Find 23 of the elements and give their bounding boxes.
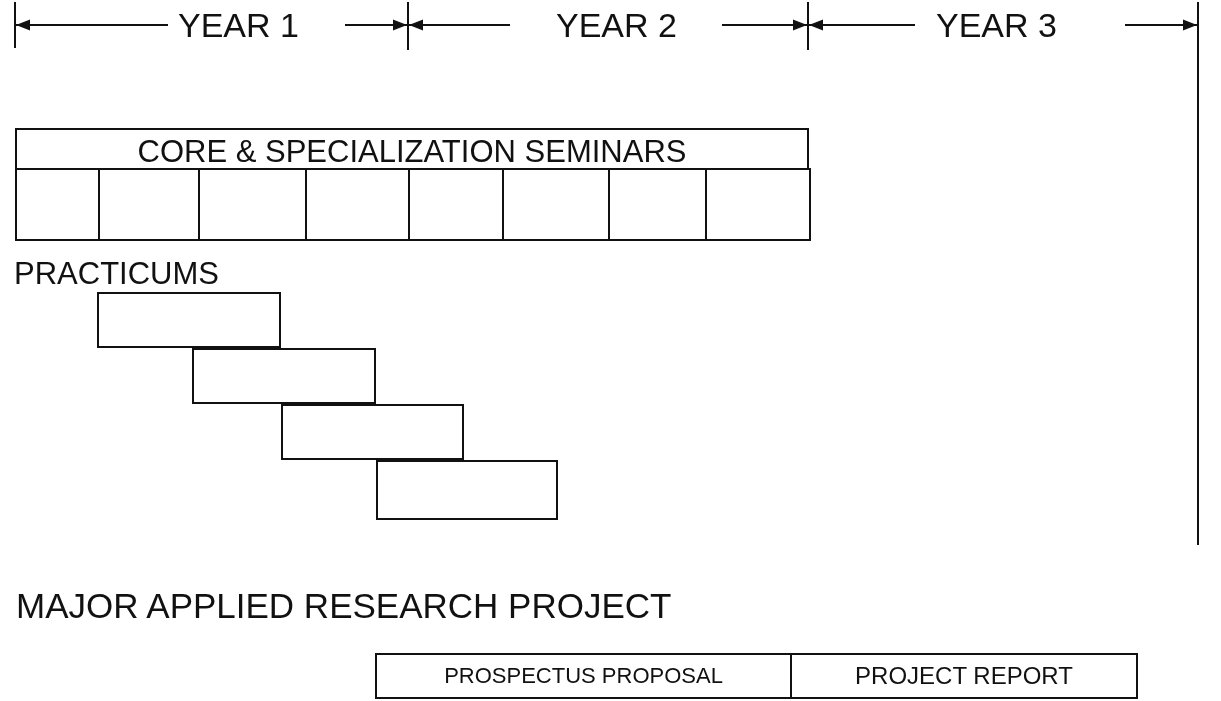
timeline-box	[192, 348, 376, 404]
box-label: PROJECT REPORT	[854, 662, 1074, 690]
box-label: PROSPECTUS PROPOSAL	[443, 663, 724, 689]
table-cell	[502, 168, 610, 241]
phase-box	[375, 653, 792, 699]
section-heading: PRACTICUMS	[14, 258, 219, 289]
table-cell	[608, 168, 707, 241]
table-cell	[408, 168, 504, 241]
table-cell	[15, 168, 100, 241]
table-cell	[198, 168, 307, 241]
year-label: YEAR 1	[178, 8, 299, 42]
section-heading: MAJOR APPLIED RESEARCH PROJECT	[16, 588, 672, 623]
box-heading: CORE & SPECIALIZATION SEMINARS	[136, 134, 688, 170]
year-label: YEAR 3	[936, 8, 1057, 42]
timeline-box	[97, 292, 281, 348]
seminar-box	[15, 128, 809, 239]
table-cell	[305, 168, 410, 241]
phase-box	[790, 653, 1138, 699]
year-label: YEAR 2	[556, 8, 677, 42]
table-cell	[98, 168, 200, 241]
timeline-box	[281, 404, 464, 460]
table-cell	[705, 168, 811, 241]
timeline-box	[376, 460, 558, 520]
